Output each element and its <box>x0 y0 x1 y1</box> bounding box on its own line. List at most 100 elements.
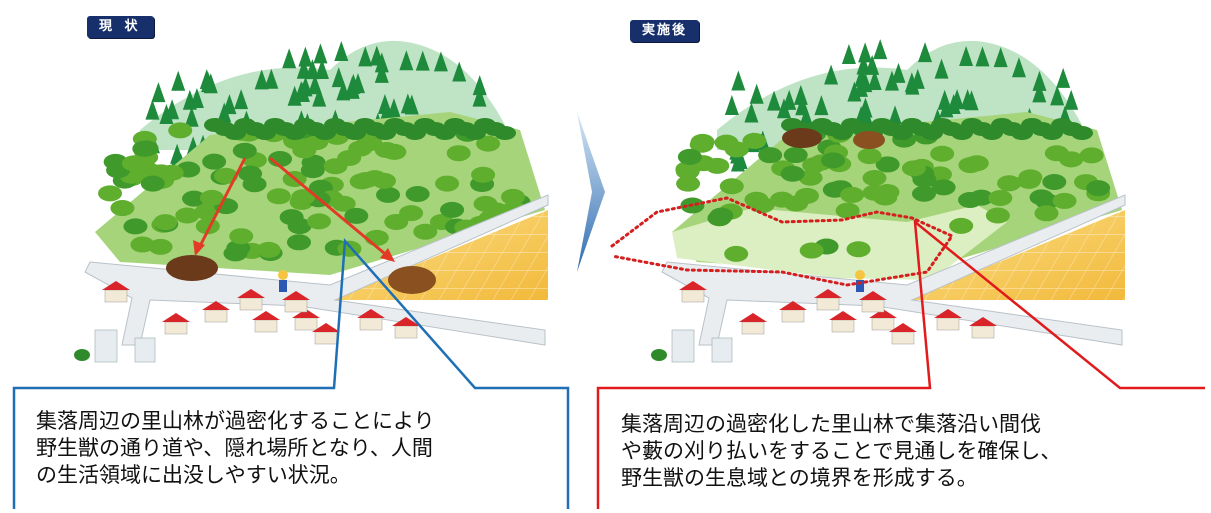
conifer-tree <box>873 39 888 60</box>
person-head <box>278 270 288 280</box>
boar <box>388 266 436 294</box>
broadleaf-tree <box>958 157 983 174</box>
broadleaf-tree <box>266 188 291 205</box>
conifer-tree <box>282 48 297 69</box>
house <box>781 309 805 323</box>
conifer-tree <box>331 67 346 88</box>
person-body <box>279 280 287 292</box>
broadleaf-tree <box>930 145 955 162</box>
house <box>104 289 128 303</box>
road <box>661 194 1126 346</box>
broadleaf-tree <box>286 234 311 251</box>
house <box>741 321 765 335</box>
broadleaf-forest <box>675 118 1111 262</box>
broadleaf-tree <box>742 132 767 149</box>
broadleaf-tree <box>382 143 407 160</box>
person-head <box>855 270 865 280</box>
broadleaf-tree <box>110 200 135 217</box>
conifer-tree <box>767 90 782 111</box>
conifer-tree <box>433 51 448 72</box>
transition-arrow <box>577 112 605 272</box>
broadleaf-tree <box>705 157 730 174</box>
house-roof <box>252 311 280 320</box>
conifer-tree <box>854 66 869 87</box>
house <box>204 309 228 323</box>
broadleaf-tree <box>500 188 525 205</box>
broadleaf-tree <box>780 165 805 182</box>
broadleaf-tree <box>949 217 974 234</box>
house <box>936 317 960 331</box>
broadleaf-tree <box>709 207 734 224</box>
shrub <box>74 349 90 361</box>
apartment <box>671 329 695 363</box>
house-roof <box>312 323 340 332</box>
conifer-tree <box>858 97 873 118</box>
house-roof <box>934 309 962 318</box>
conifer-tree <box>724 94 739 115</box>
person-body <box>856 280 864 292</box>
broadleaf-tree <box>223 245 248 262</box>
broadleaf-tree <box>182 190 207 207</box>
house <box>816 297 840 311</box>
broadleaf-tree <box>931 179 956 196</box>
house-roof <box>869 309 897 318</box>
broadleaf-tree <box>98 185 123 202</box>
conifer-tree <box>472 86 487 107</box>
conifer-tree <box>782 89 797 110</box>
broadleaf-tree <box>857 148 882 165</box>
conifer-tree <box>744 102 759 123</box>
broadleaf-tree <box>988 189 1013 206</box>
broadleaf-tree <box>132 140 157 157</box>
scene-after <box>610 39 1126 363</box>
broadleaf-tree <box>997 175 1022 192</box>
conifer-tree <box>867 69 882 90</box>
house <box>294 317 318 331</box>
movement-arrowhead <box>193 240 205 256</box>
broadleaf-tree <box>724 245 749 262</box>
broadleaf-tree <box>744 191 769 208</box>
broadleaf-tree <box>384 213 409 230</box>
conifer-tree <box>858 42 873 63</box>
conifer-tree <box>793 84 808 105</box>
broadleaf-tree <box>799 242 824 259</box>
broadleaf-tree <box>901 160 926 177</box>
conifer-tree <box>313 43 328 64</box>
broadleaf-tree <box>494 126 516 140</box>
boar <box>782 128 822 148</box>
broadleaf-tree <box>1042 173 1067 190</box>
conifer-tree <box>918 42 933 63</box>
conifer-tree <box>264 68 279 89</box>
broadleaf-tree <box>232 142 257 159</box>
broadleaf-tree <box>1018 169 1043 186</box>
scene-current <box>74 40 549 363</box>
house <box>831 319 855 333</box>
conifer-tree <box>1032 70 1047 91</box>
conifer-tree <box>415 50 430 71</box>
house-roof <box>357 309 385 318</box>
broadleaf-tree <box>279 209 304 226</box>
conifer-tree <box>305 59 320 80</box>
broadleaf-tree <box>714 134 739 151</box>
broadleaf-tree <box>413 223 438 240</box>
conifer-tree <box>374 52 389 73</box>
caption-current: 集落周辺の里山林が過密化することにより 野生獣の通り道や、隠れ場所となり、人間 … <box>36 409 435 487</box>
broadleaf-tree <box>291 189 316 206</box>
broadleaf-tree <box>376 186 401 203</box>
conifer-tree <box>950 89 965 110</box>
boundary-zone <box>610 196 955 287</box>
broadleaf-tree <box>1071 126 1093 140</box>
tag-current: 現 状 <box>87 16 154 38</box>
broadleaf-tree <box>148 238 173 255</box>
conifer-tree <box>400 93 415 114</box>
broadleaf-tree <box>758 147 783 164</box>
conifer-tree <box>814 95 829 116</box>
conifer-tree <box>799 106 814 127</box>
conifer-tree <box>1056 67 1071 88</box>
conifer-tree <box>749 83 764 104</box>
broadleaf-tree <box>213 167 238 184</box>
conifer-tree <box>334 41 349 62</box>
house <box>861 299 885 313</box>
broadleaf-tree <box>875 156 900 173</box>
broadleaf-tree <box>435 175 460 192</box>
broadleaf-tree <box>719 178 744 195</box>
